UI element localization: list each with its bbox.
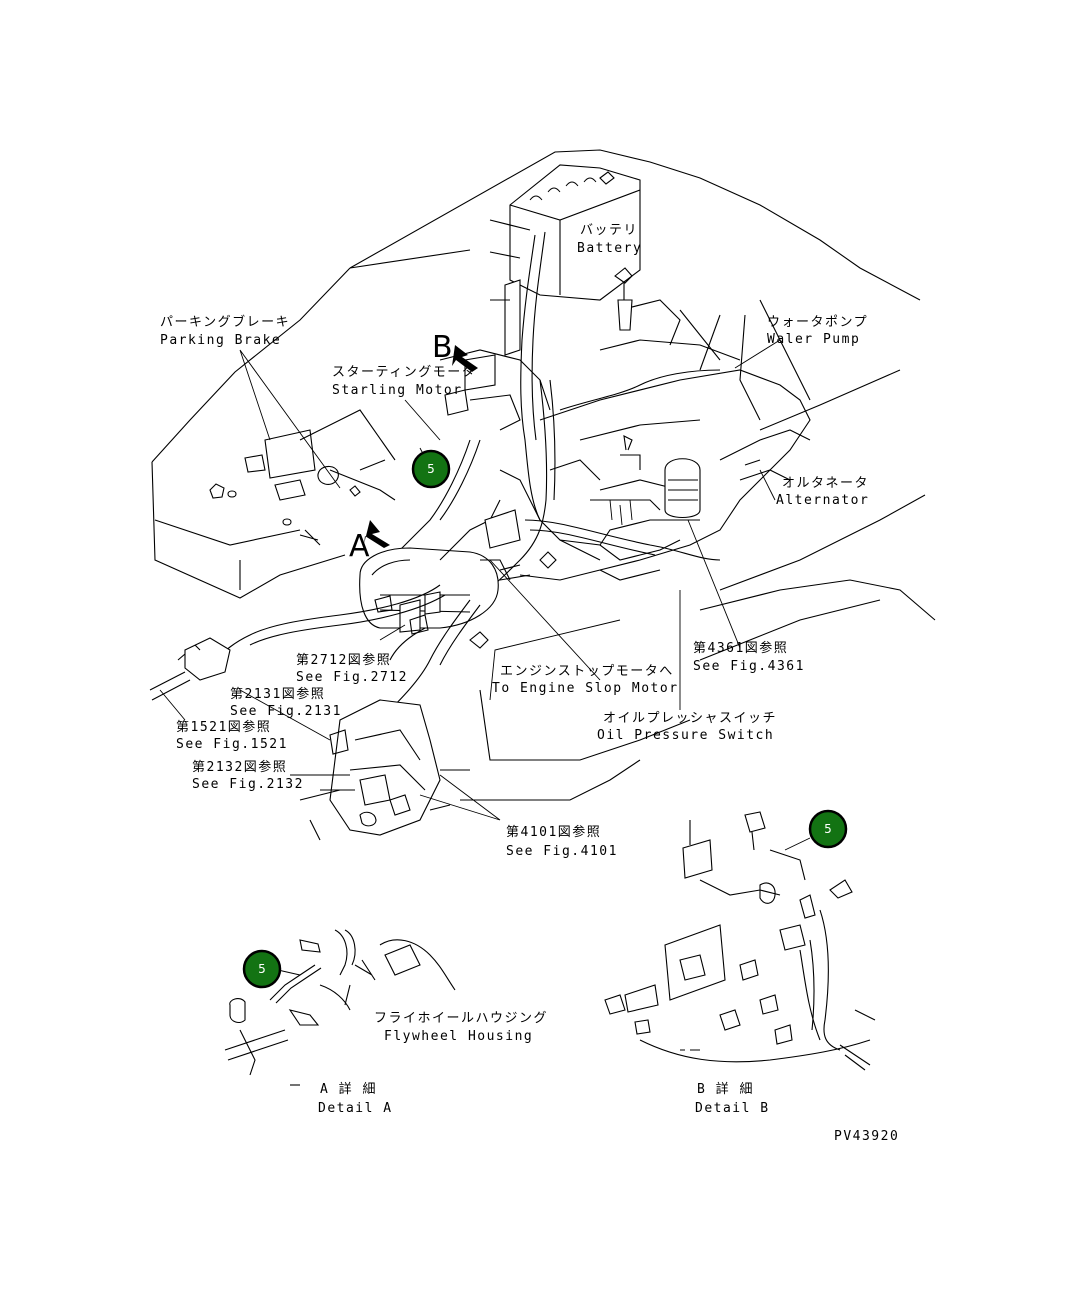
- callout-main[interactable]: 5: [411, 447, 451, 489]
- battery-label-jp: バッテリ: [580, 223, 638, 238]
- starting-motor-label-jp: スターティングモータ: [332, 365, 476, 380]
- lower-left-cables: [149, 584, 489, 716]
- machine-frame: [151, 149, 936, 801]
- leader-lines: [159, 339, 781, 821]
- callout-detail-b-number: 5: [824, 822, 832, 836]
- fig-2131-label-en: See Fig.2131: [230, 704, 342, 719]
- view-marker-b: B: [432, 330, 453, 365]
- text-labels: バッテリ Battery パーキングブレーキ Parking Brake スター…: [160, 223, 899, 1144]
- view-arrow-a: [364, 520, 390, 548]
- drawing-number: PV43920: [834, 1129, 899, 1144]
- callout-detail-a-number: 5: [258, 962, 266, 976]
- view-arrow-b: [452, 345, 478, 372]
- parking-brake-label-en: Parking Brake: [160, 333, 281, 348]
- battery-drawing: [509, 164, 641, 301]
- callout-main-number: 5: [427, 462, 435, 476]
- fig-2712-label-jp: 第2712図参照: [296, 652, 391, 668]
- engine-stop-motor-label-en: To Engine Slop Motor: [492, 681, 679, 696]
- battery-cables: [489, 219, 546, 521]
- water-pump-label-jp: ウォータポンプ: [767, 315, 868, 330]
- alternator-label-jp: オルタネータ: [782, 476, 869, 491]
- engine-block: [439, 267, 811, 581]
- detail-b-title-en: Detail B: [695, 1101, 770, 1116]
- parking-brake-label-jp: パーキングブレーキ: [160, 314, 290, 330]
- flywheel-housing-label-en: Flywheel Housing: [384, 1029, 533, 1044]
- fig-2712-label-en: See Fig.2712: [296, 670, 408, 685]
- starting-motor-label-en: Starling Motor: [332, 383, 463, 398]
- callout-detail-a[interactable]: 5: [242, 949, 301, 989]
- alternator-label-en: Alternator: [776, 493, 869, 508]
- callout-detail-b[interactable]: 5: [784, 809, 848, 851]
- fig-1521-label-jp: 第1521図参照: [176, 719, 271, 735]
- view-marker-a: A: [349, 529, 370, 564]
- detail-b-title-jp: B 詳 細: [697, 1081, 754, 1097]
- flywheel-housing-label-jp: フライホイールハウジング: [374, 1011, 548, 1026]
- detail-a-title-en: Detail A: [318, 1101, 393, 1116]
- detail-a-title-jp: A 詳 細: [320, 1081, 377, 1097]
- starting-motor-drawing: [359, 499, 531, 633]
- engine-stop-motor-label-jp: エンジンストップモータへ: [500, 664, 674, 679]
- detail-b-drawing: [604, 811, 876, 1071]
- fig-1521-label-en: See Fig.1521: [176, 737, 288, 752]
- water-pump-label-en: Waler Pump: [767, 332, 860, 347]
- fig-4101-label-jp: 第4101図参照: [506, 824, 601, 840]
- detail-a-drawing: [224, 929, 456, 1086]
- fig-2131-label-jp: 第2131図参照: [230, 686, 325, 702]
- battery-label-en: Battery: [577, 241, 642, 256]
- fig-2132-label-jp: 第2132図参照: [192, 759, 287, 775]
- fig-2132-label-en: See Fig.2132: [192, 777, 304, 792]
- parking-brake-drawing: [209, 409, 396, 546]
- oil-pressure-switch-label-jp: オイルプレッシャスイッチ: [603, 711, 777, 726]
- fig-4361-label-en: See Fig.4361: [693, 659, 805, 674]
- fig-4101-label-en: See Fig.4101: [506, 844, 618, 859]
- oil-pressure-switch-label-en: Oil Pressure Switch: [597, 728, 774, 743]
- fig-4361-label-jp: 第4361図参照: [693, 640, 788, 656]
- transmission-drawing: [299, 699, 470, 841]
